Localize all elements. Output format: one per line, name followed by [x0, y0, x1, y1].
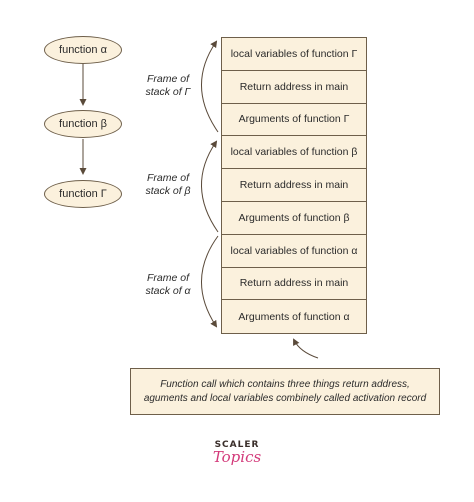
stack-cell: Return address in main: [222, 267, 366, 301]
frame-label-beta-line1: Frame of: [146, 172, 189, 184]
stack-cell: Arguments of function α: [222, 300, 366, 334]
note-pointer-arrow: [293, 338, 319, 359]
stack-cell: Arguments of function β: [222, 201, 366, 235]
stack-cell: local variables of function β: [222, 136, 366, 170]
stack-cell: local variables of function α: [222, 234, 366, 268]
stack-cell: Return address in main: [222, 70, 366, 104]
scaler-topics-logo: SCALER Topics: [212, 440, 262, 466]
logo-wordmark-bottom: Topics: [212, 448, 262, 466]
frame-label-beta-line2: stack of β: [145, 185, 191, 197]
frame-label-gamma: Frame of stack of Γ: [133, 73, 203, 99]
frame-bracket-beta: [201, 140, 219, 233]
stack-cell: Arguments of function Γ: [222, 103, 366, 137]
frame-label-beta: Frame of stack of β: [133, 172, 203, 198]
frame-label-gamma-line2: stack of Γ: [145, 86, 191, 98]
frame-label-alpha-line2: stack of α: [145, 285, 191, 297]
note-line1: Function call which contains three thing…: [160, 378, 410, 390]
stack-cell: Return address in main: [222, 169, 366, 202]
function-gamma-label: function Γ: [59, 188, 107, 200]
note-line2: aguments and local variables combinely c…: [143, 392, 427, 404]
function-alpha-node: function α: [44, 36, 122, 64]
stack-cell: local variables of function Γ: [222, 38, 366, 71]
frame-label-alpha-line1: Frame of: [146, 272, 189, 284]
function-beta-node: function β: [44, 110, 122, 138]
activation-record-note: Function call which contains three thing…: [130, 368, 440, 415]
function-beta-label: function β: [59, 118, 107, 130]
call-stack: local variables of function Γ Return add…: [221, 37, 367, 335]
frame-label-gamma-line1: Frame of: [146, 73, 189, 85]
frame-label-alpha: Frame of stack of α: [133, 272, 203, 298]
frame-bracket-gamma: [201, 40, 219, 133]
frame-bracket-alpha: [201, 235, 219, 328]
function-gamma-node: function Γ: [44, 180, 122, 208]
function-alpha-label: function α: [59, 44, 107, 56]
logo-wordmark-top: SCALER: [214, 440, 260, 450]
